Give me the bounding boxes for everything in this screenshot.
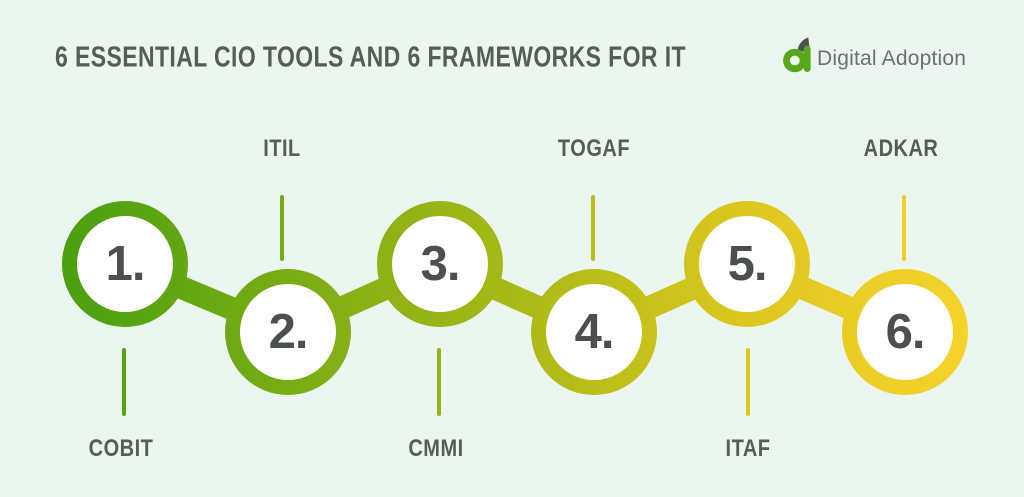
label-togaf: TOGAF — [557, 136, 631, 162]
ring-inner-circle — [857, 284, 953, 380]
digital-adoption-logo: Digital Adoption — [783, 36, 966, 73]
ring-inner-circle — [240, 284, 336, 380]
label-cobit: COBIT — [88, 436, 154, 462]
ring-inner-circle — [392, 216, 488, 312]
chain-link-5: 5. — [684, 201, 810, 327]
ring-inner-circle — [546, 284, 642, 380]
page-title: 6 ESSENTIAL CIO TOOLS AND 6 FRAMEWORKS F… — [55, 40, 686, 73]
chain-link-3: 3. — [377, 201, 503, 327]
step-number: 3. — [421, 237, 460, 291]
step-number: 1. — [106, 237, 145, 291]
step-number: 5. — [728, 237, 767, 291]
chain-link-2: 2. — [225, 269, 351, 395]
chain-link-1: 1. — [62, 201, 188, 327]
step-number: 4. — [575, 305, 614, 359]
digital-adoption-a-icon — [783, 37, 811, 73]
chain-link-4: 4. — [531, 269, 657, 395]
label-cmmi: CMMI — [408, 436, 464, 462]
logo-text: Digital Adoption — [817, 47, 967, 70]
label-adkar: ADKAR — [863, 136, 939, 162]
label-itaf: ITAF — [725, 436, 771, 462]
chain-link-6: 6. — [842, 269, 968, 395]
step-number: 6. — [886, 305, 925, 359]
ring-inner-circle — [699, 216, 795, 312]
label-itil: ITIL — [263, 136, 301, 162]
ring-inner-circle — [77, 216, 173, 312]
step-number: 2. — [269, 305, 308, 359]
